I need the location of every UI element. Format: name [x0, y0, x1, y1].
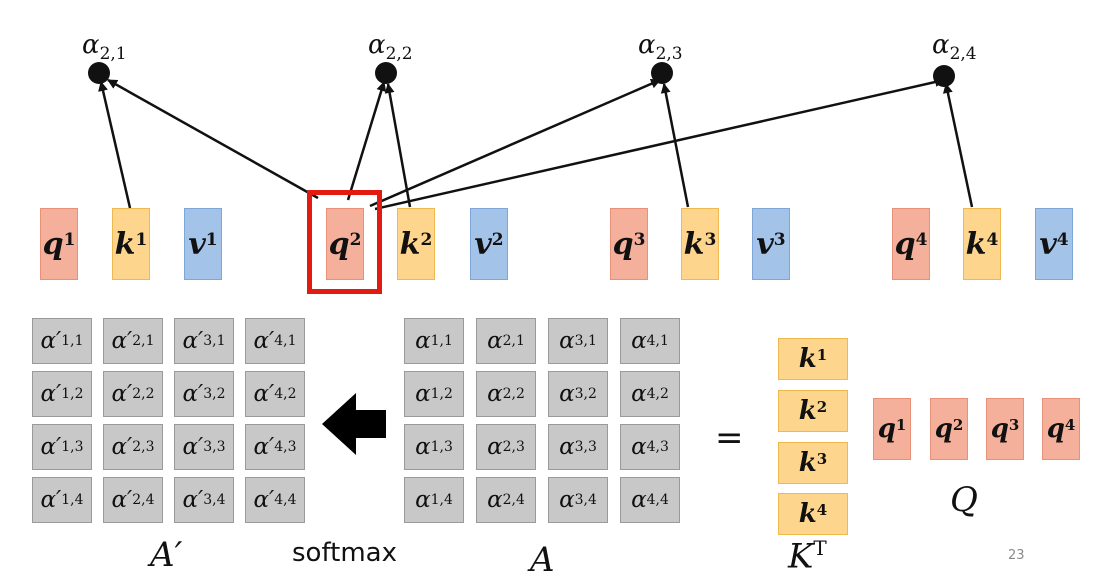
arrow-k2-to-alpha-2-2 — [384, 83, 412, 208]
alpha-2-4-label: α2,4 — [932, 30, 977, 65]
alpha-2-2-node — [375, 62, 397, 84]
a-prime-cell: α′4,3 — [245, 424, 305, 470]
arrow-k1-to-alpha-2-1 — [98, 81, 132, 209]
alpha-2-2-label: α2,2 — [368, 30, 413, 65]
arrow-q2-to-alpha-2-4 — [374, 77, 945, 211]
a-prime-cell: α′2,3 — [103, 424, 163, 470]
a-prime-cell: α′1,2 — [32, 371, 92, 417]
a-prime-cell: α′2,4 — [103, 477, 163, 523]
a-prime-cell: α′2,1 — [103, 318, 163, 364]
kt-label: KT — [788, 536, 827, 577]
a-prime-cell: α′4,4 — [245, 477, 305, 523]
a-prime-cell: α′3,4 — [174, 477, 234, 523]
arrow-k3-to-alpha-2-3 — [660, 83, 690, 208]
alpha-2-4-node — [933, 65, 955, 87]
softmax-arrow — [322, 393, 386, 455]
arrow-k4-to-alpha-2-4 — [942, 83, 974, 208]
page-number: 23 — [1008, 548, 1025, 563]
a-prime-cell: α′1,1 — [32, 318, 92, 364]
a-prime-cell: α′1,3 — [32, 424, 92, 470]
q-label: Q — [950, 480, 978, 520]
equals-sign: = — [715, 418, 744, 458]
arrow-q2-to-alpha-2-2 — [346, 81, 387, 201]
a-prime-cell: α′4,1 — [245, 318, 305, 364]
arrow-q2-to-alpha-2-3 — [369, 78, 661, 208]
alpha-2-3-node — [651, 62, 673, 84]
a-prime-cell: α′2,2 — [103, 371, 163, 417]
selected-query-highlight — [307, 190, 382, 294]
alpha-2-1-node — [88, 62, 110, 84]
a-prime-cell: α′3,2 — [174, 371, 234, 417]
a-prime-cell: α′4,2 — [245, 371, 305, 417]
softmax-label: softmax — [292, 538, 397, 568]
a-prime-cell: α′3,3 — [174, 424, 234, 470]
alpha-2-1-label: α2,1 — [82, 30, 127, 65]
arrow-q2-to-alpha-2-1 — [107, 78, 319, 200]
a-prime-cell: α′1,4 — [32, 477, 92, 523]
alpha-2-3-label: α2,3 — [638, 30, 683, 65]
a-label: A — [530, 540, 555, 580]
a-prime-cell: α′3,1 — [174, 318, 234, 364]
a-prime-label: A′ — [150, 535, 183, 575]
